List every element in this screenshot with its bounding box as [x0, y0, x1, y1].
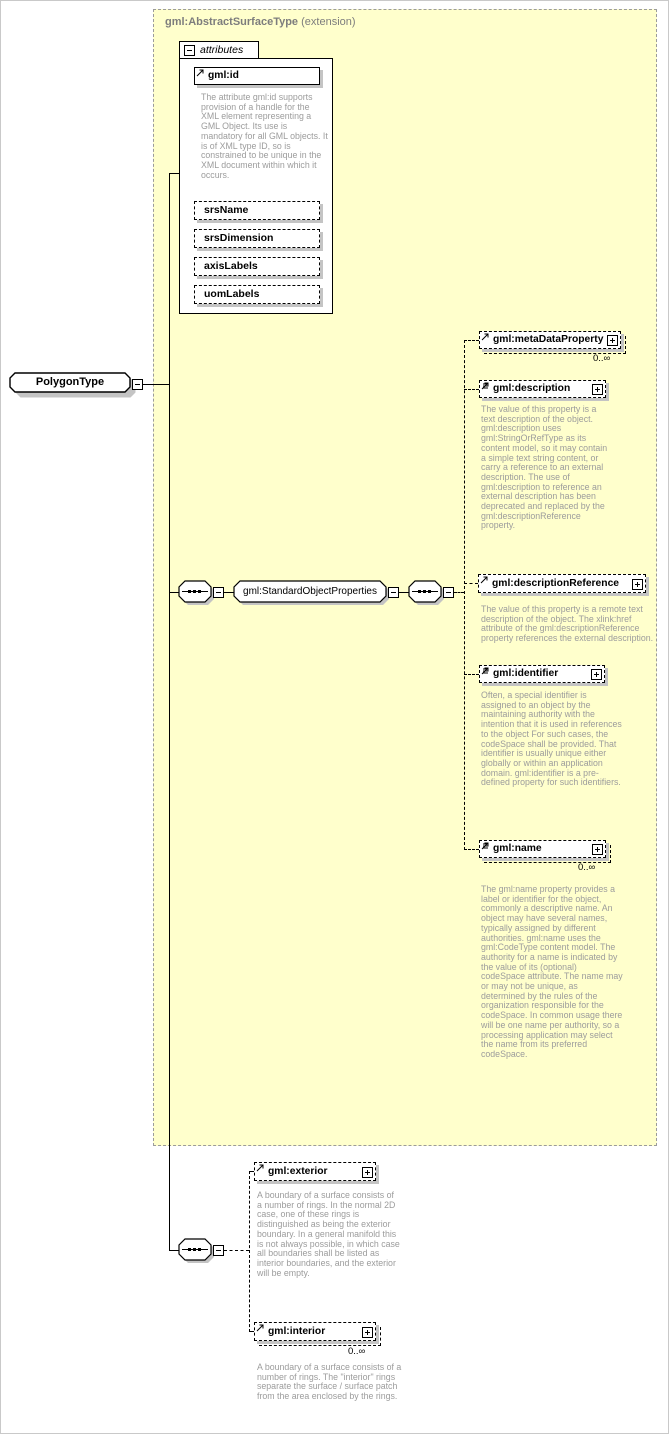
element-label: gml:description — [493, 383, 571, 394]
sequence-icon — [178, 580, 214, 605]
sequence-compositor[interactable] — [178, 1238, 218, 1267]
group-standard-object-properties[interactable]: gml:StandardObjectProperties — [233, 580, 393, 609]
connector — [169, 173, 170, 1251]
connector-dashed — [464, 849, 479, 850]
reference-arrow-icon — [256, 1164, 264, 1172]
connector — [169, 592, 179, 593]
compositor-minus-icon[interactable] — [213, 587, 224, 598]
sequence-icon — [178, 1238, 214, 1263]
extension-type-name: gml:AbstractSurfaceType — [165, 16, 299, 28]
annotation-gml-id: The attribute gml:id supports provision … — [201, 92, 328, 180]
attributes-tab-label: attributes — [200, 44, 244, 56]
reference-arrow-icon — [256, 1324, 264, 1332]
attribute-gml-id[interactable]: gml:id — [194, 67, 320, 85]
reference-arrow-icon — [481, 842, 489, 850]
attribute-srsName[interactable]: srsName — [194, 201, 320, 220]
group-minus-icon[interactable] — [388, 587, 399, 598]
expand-plus-icon[interactable] — [591, 669, 602, 680]
type-hexagon-shape — [9, 372, 136, 398]
multi-occurrence-ghost — [484, 336, 626, 354]
group-label: gml:StandardObjectProperties — [243, 586, 377, 597]
connector — [399, 592, 409, 593]
attribute-label: axisLabels — [204, 260, 258, 272]
reference-arrow-icon — [196, 69, 204, 77]
connector — [169, 173, 179, 174]
root-type-polygon[interactable]: PolygonType — [9, 372, 141, 400]
reference-arrow-icon — [481, 333, 489, 341]
attribute-label: srsDimension — [204, 232, 274, 244]
connector-dashed — [249, 1331, 254, 1332]
element-label: gml:metaDataProperty — [493, 334, 604, 345]
annotation-exterior: A boundary of a surface consists of a nu… — [257, 1190, 400, 1278]
annotation-name: The gml:name property provides a label o… — [481, 884, 623, 1059]
attributes-tab[interactable]: attributes — [179, 41, 259, 58]
extension-title: gml:AbstractSurfaceType (extension) — [165, 16, 356, 28]
element-metaDataProperty-wrap: gml:metaDataProperty — [479, 331, 626, 354]
occurrence-label: 0..∞ — [593, 353, 611, 364]
connector-dashed — [464, 389, 479, 390]
expand-plus-icon[interactable] — [607, 335, 618, 346]
element-identifier[interactable]: gml:identifier — [479, 665, 605, 683]
attribute-axisLabels[interactable]: axisLabels — [194, 257, 320, 276]
connector — [169, 1250, 179, 1251]
root-collapse-minus-icon[interactable] — [132, 379, 143, 390]
element-metaDataProperty[interactable]: gml:metaDataProperty — [479, 331, 621, 349]
element-exterior[interactable]: gml:exterior — [254, 1162, 376, 1181]
connector-dashed — [249, 1171, 250, 1332]
element-label: gml:identifier — [493, 668, 559, 679]
annotation-identifier: Often, a special identifier is assigned … — [481, 690, 622, 788]
attribute-label: uomLabels — [204, 288, 260, 300]
attribute-uomLabels[interactable]: uomLabels — [194, 285, 320, 304]
element-label: gml:interior — [268, 1326, 326, 1337]
connector-dashed — [249, 1171, 254, 1172]
reference-arrow-icon — [481, 382, 489, 390]
sequence-compositor[interactable] — [408, 580, 448, 609]
annotation-interior: A boundary of a surface consists of a nu… — [257, 1362, 402, 1402]
connector — [143, 384, 169, 385]
compositor-minus-icon[interactable] — [443, 587, 454, 598]
reference-arrow-icon — [481, 667, 489, 675]
connector-dashed — [464, 583, 478, 584]
collapse-minus-icon[interactable] — [184, 45, 195, 56]
element-label: gml:exterior — [268, 1166, 328, 1177]
extension-kind: (extension) — [298, 16, 356, 28]
root-type-label: PolygonType — [35, 376, 105, 388]
compositor-minus-icon[interactable] — [213, 1245, 224, 1256]
element-interior-wrap: gml:interior — [254, 1322, 381, 1346]
occurrence-label: 0..∞ — [578, 862, 596, 873]
connector-dashed — [454, 592, 464, 593]
annotation-descriptionReference: The value of this property is a remote t… — [481, 604, 654, 644]
expand-plus-icon[interactable] — [592, 384, 603, 395]
element-description[interactable]: gml:description — [479, 380, 606, 398]
element-descriptionReference[interactable]: gml:descriptionReference — [478, 574, 646, 593]
connector-dashed — [464, 340, 465, 850]
element-label: gml:name — [493, 843, 542, 854]
connector-dashed — [224, 1250, 249, 1251]
connector — [224, 592, 234, 593]
sequence-icon — [408, 580, 444, 605]
connector-dashed — [464, 674, 479, 675]
expand-plus-icon[interactable] — [592, 844, 603, 855]
reference-arrow-icon — [480, 576, 488, 584]
sequence-compositor[interactable] — [178, 580, 218, 609]
element-name[interactable]: gml:name — [479, 840, 606, 858]
multi-occurrence-ghost — [259, 1327, 381, 1346]
expand-plus-icon[interactable] — [362, 1167, 373, 1178]
attribute-label: gml:id — [208, 70, 239, 81]
attribute-label: srsName — [204, 204, 249, 216]
expand-plus-icon[interactable] — [632, 579, 643, 590]
element-name-wrap: gml:name — [479, 840, 611, 863]
element-label: gml:descriptionReference — [492, 578, 620, 589]
multi-occurrence-ghost — [484, 845, 611, 863]
occurrence-label: 0..∞ — [348, 1346, 366, 1357]
annotation-description: The value of this property is a text des… — [481, 404, 608, 531]
group-octagon-shape — [233, 580, 389, 605]
attribute-srsDimension[interactable]: srsDimension — [194, 229, 320, 248]
connector-dashed — [464, 340, 479, 341]
expand-plus-icon[interactable] — [362, 1327, 373, 1338]
element-interior[interactable]: gml:interior — [254, 1322, 376, 1341]
